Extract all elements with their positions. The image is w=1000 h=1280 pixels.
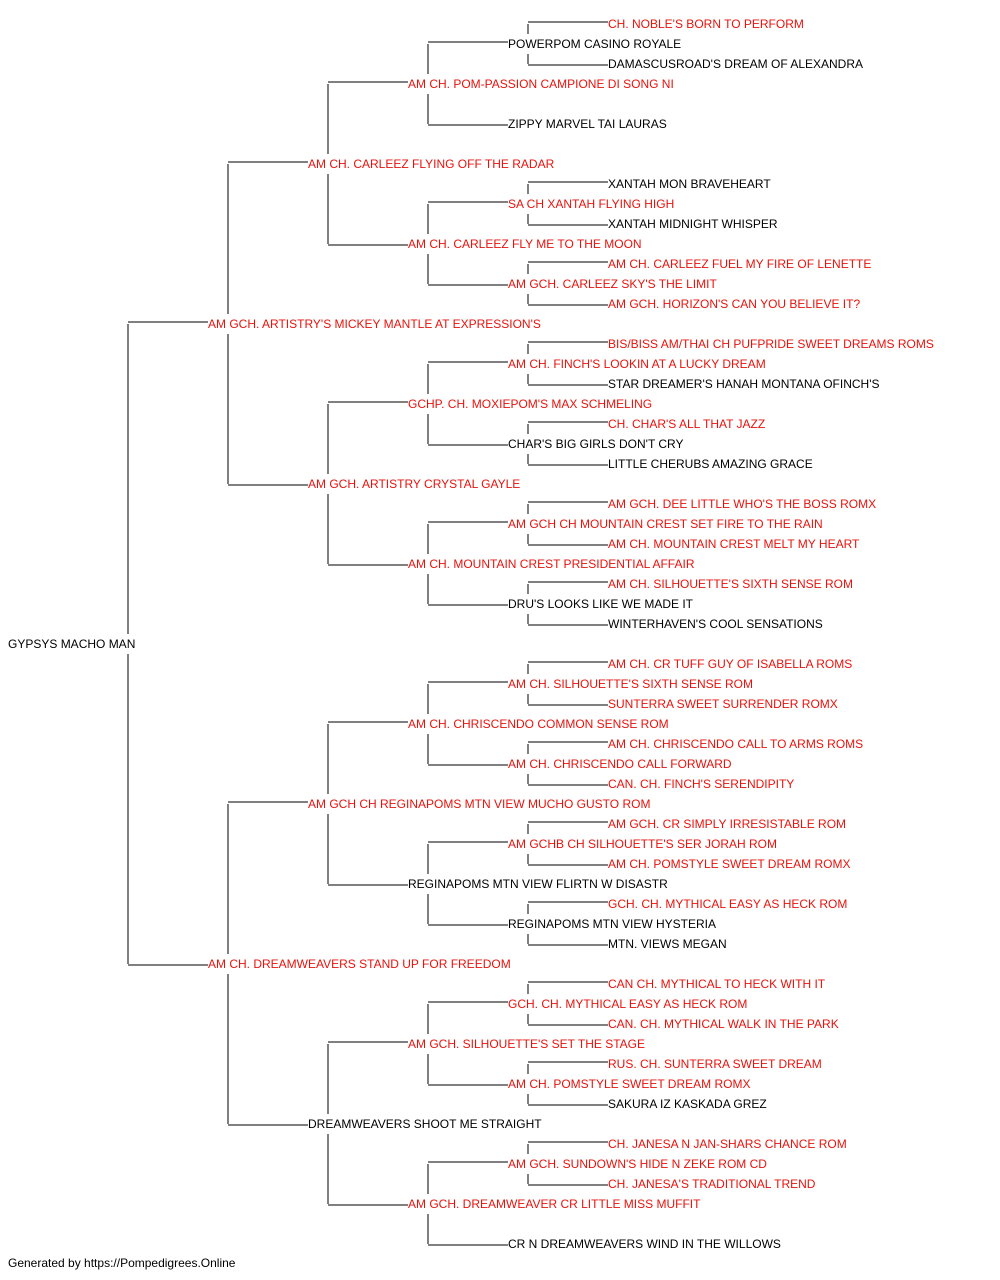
dog-dam-dam: DREAMWEAVERS SHOOT ME STRAIGHT [308,1117,542,1131]
dog-sire-dam-dam-sire: AM GCH CH MOUNTAIN CREST SET FIRE TO THE… [508,517,823,531]
dog-sire-sire: AM CH. CARLEEZ FLYING OFF THE RADAR [308,157,555,171]
dog-sire-sire-sire-sire-sire: CH. NOBLE'S BORN TO PERFORM [608,17,804,31]
dog-sire-dam-dam-sire-dam: AM CH. MOUNTAIN CREST MELT MY HEART [608,537,860,551]
dog-sire-dam-sire-sire-sire: BIS/BISS AM/THAI CH PUFPRIDE SWEET DREAM… [608,337,934,351]
dog-sire-dam-sire-dam: CHAR'S BIG GIRLS DON'T CRY [508,437,684,451]
dog-sire-sire-dam-dam-sire: AM CH. CARLEEZ FUEL MY FIRE OF LENETTE [608,257,871,271]
dog-sire-sire-sire-dam: ZIPPY MARVEL TAI LAURAS [508,117,667,131]
dog-dam-sire-sire: AM CH. CHRISCENDO COMMON SENSE ROM [408,717,669,731]
dog-sire-dam-dam-sire-sire: AM GCH. DEE LITTLE WHO'S THE BOSS ROMX [608,497,876,511]
dog-sire-dam-sire-sire: AM CH. FINCH'S LOOKIN AT A LUCKY DREAM [508,357,766,371]
dog-dam-dam-sire-sire-dam: CAN. CH. MYTHICAL WALK IN THE PARK [608,1017,839,1031]
dog-sire-dam-dam: AM CH. MOUNTAIN CREST PRESIDENTIAL AFFAI… [408,557,695,571]
footer-credit: Generated by https://Pompedigrees.Online [8,1256,236,1270]
dog-dam-sire-sire-dam-dam: CAN. CH. FINCH'S SERENDIPITY [608,777,794,791]
dog-dam-dam-dam: AM GCH. DREAMWEAVER CR LITTLE MISS MUFFI… [408,1197,701,1211]
dog-dam-dam-dam-sire-sire: CH. JANESA N JAN-SHARS CHANCE ROM [608,1137,847,1151]
dog: GYPSYS MACHO MAN [8,637,135,651]
dog-sire-sire-sire-sire: POWERPOM CASINO ROYALE [508,37,681,51]
dog-sire-sire-dam-sire-sire: XANTAH MON BRAVEHEART [608,177,771,191]
dog-sire-sire-dam-dam-dam: AM GCH. HORIZON'S CAN YOU BELIEVE IT? [608,297,860,311]
dog-dam-sire-dam-sire-dam: AM CH. POMSTYLE SWEET DREAM ROMX [608,857,850,871]
dog-sire-sire-dam: AM CH. CARLEEZ FLY ME TO THE MOON [408,237,642,251]
dog-sire-dam-sire: GCHP. CH. MOXIEPOM'S MAX SCHMELING [408,397,652,411]
dog-dam-dam-sire-dam-sire: RUS. CH. SUNTERRA SWEET DREAM [608,1057,822,1071]
dog-dam-dam-sire: AM GCH. SILHOUETTE'S SET THE STAGE [408,1037,645,1051]
dog-dam-dam-dam-sire-dam: CH. JANESA'S TRADITIONAL TREND [608,1177,816,1191]
dog-sire-dam-dam-dam-dam: WINTERHAVEN'S COOL SENSATIONS [608,617,823,631]
dog-sire-sire-dam-sire-dam: XANTAH MIDNIGHT WHISPER [608,217,778,231]
dog-sire-dam-sire-dam-dam: LITTLE CHERUBS AMAZING GRACE [608,457,813,471]
dog-sire-dam-dam-dam: DRU'S LOOKS LIKE WE MADE IT [508,597,694,611]
dog-dam-sire-dam-dam: REGINAPOMS MTN VIEW HYSTERIA [508,917,716,931]
dog-sire-dam: AM GCH. ARTISTRY CRYSTAL GAYLE [308,477,520,491]
dog-dam-sire-sire-dam-sire: AM CH. CHRISCENDO CALL TO ARMS ROMS [608,737,863,751]
dog-dam-sire-dam-sire: AM GCHB CH SILHOUETTE'S SER JORAH ROM [508,837,777,851]
dog-dam-sire-sire-dam: AM CH. CHRISCENDO CALL FORWARD [508,757,732,771]
dog-dam-sire-dam-dam-sire: GCH. CH. MYTHICAL EASY AS HECK ROM [608,897,847,911]
dog-sire-sire-dam-sire: SA CH XANTAH FLYING HIGH [508,197,674,211]
dog-sire-sire-dam-dam: AM GCH. CARLEEZ SKY'S THE LIMIT [508,277,717,291]
dog-dam-sire-sire-sire: AM CH. SILHOUETTE'S SIXTH SENSE ROM [508,677,753,691]
dog-dam-sire-dam-sire-sire: AM GCH. CR SIMPLY IRRESISTABLE ROM [608,817,846,831]
dog-dam-dam-sire-sire: GCH. CH. MYTHICAL EASY AS HECK ROM [508,997,747,1011]
dog-dam-dam-dam-dam: CR N DREAMWEAVERS WIND IN THE WILLOWS [508,1237,781,1251]
dog-dam-dam-sire-sire-sire: CAN CH. MYTHICAL TO HECK WITH IT [608,977,826,991]
dog-dam: AM CH. DREAMWEAVERS STAND UP FOR FREEDOM [208,957,511,971]
dog-dam-sire: AM GCH CH REGINAPOMS MTN VIEW MUCHO GUST… [308,797,650,811]
dog-dam-sire-sire-sire-sire: AM CH. CR TUFF GUY OF ISABELLA ROMS [608,657,852,671]
dog-dam-dam-sire-dam: AM CH. POMSTYLE SWEET DREAM ROMX [508,1077,750,1091]
dog-sire-dam-dam-dam-sire: AM CH. SILHOUETTE'S SIXTH SENSE ROM [608,577,853,591]
dog-sire-dam-sire-sire-dam: STAR DREAMER'S HANAH MONTANA OFINCH'S [608,377,880,391]
dog-dam-sire-sire-sire-dam: SUNTERRA SWEET SURRENDER ROMX [608,697,838,711]
dog-sire-sire-sire: AM CH. POM-PASSION CAMPIONE DI SONG NI [408,77,674,91]
dog-sire: AM GCH. ARTISTRY'S MICKEY MANTLE AT EXPR… [208,317,541,331]
dog-dam-sire-dam: REGINAPOMS MTN VIEW FLIRTN W DISASTR [408,877,668,891]
dog-dam-dam-sire-dam-dam: SAKURA IZ KASKADA GREZ [608,1097,767,1111]
dog-dam-sire-dam-dam-dam: MTN. VIEWS MEGAN [608,937,727,951]
dog-sire-sire-sire-sire-dam: DAMASCUSROAD'S DREAM OF ALEXANDRA [608,57,863,71]
dog-sire-dam-sire-dam-sire: CH. CHAR'S ALL THAT JAZZ [608,417,765,431]
dog-dam-dam-dam-sire: AM GCH. SUNDOWN'S HIDE N ZEKE ROM CD [508,1157,767,1171]
